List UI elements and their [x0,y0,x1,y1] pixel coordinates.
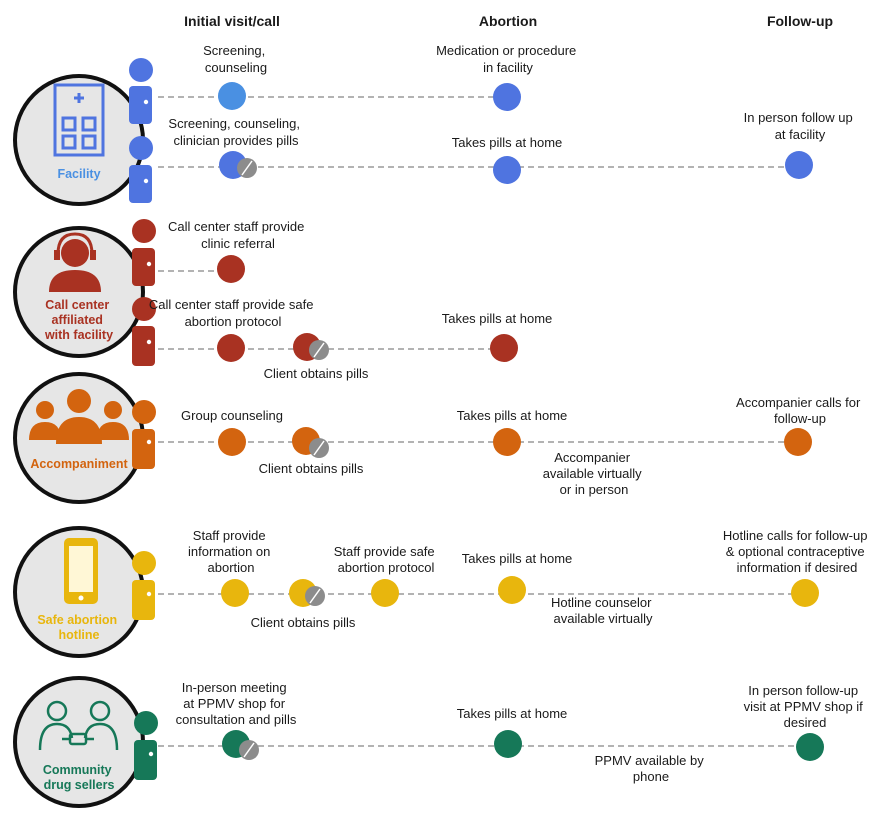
hotline-home-node [498,576,526,604]
hotline-protocol-node [371,579,399,607]
person-icon [129,136,153,203]
hotline-category-label: Safe abortion hotline [37,613,120,642]
pill-icon [309,438,329,458]
facility-home-node [493,156,521,184]
facility-screening-label: Screening, counseling [203,43,269,75]
person-icon [132,400,156,469]
facility-home-label: Takes pills at home [452,135,563,150]
building-icon [53,83,105,157]
hotline-protocol-label: Staff provide safe abortion protocol [334,544,439,575]
accompaniment-note-label: Accompanier available virtually or in pe… [543,450,646,497]
row-community: Community drug sellers In-person meeting… [13,676,867,808]
hotline-home-label: Takes pills at home [462,551,573,566]
hotline-note-label: Hotline counselor available virtually [551,595,655,626]
exchange-people-icon [38,700,119,751]
hotline-followup-node [791,579,819,607]
accompaniment-category-label: Accompaniment [30,457,128,471]
facility-procedure-label: Medication or procedure in facility [436,43,580,75]
header-initial-visit: Initial visit/call [184,13,280,29]
accompaniment-home-label: Takes pills at home [457,408,568,423]
facility-clinician-label: Screening, counseling, clinician provide… [168,116,303,148]
hotline-followup-label: Hotline calls for follow-up & optional c… [723,528,871,575]
callcenter-home-label: Takes pills at home [442,311,553,326]
pill-icon [239,740,259,760]
row-call-center: Call center affiliated with facility Cal… [13,219,553,381]
callcenter-category-label: Call center affiliated with facility [44,298,113,342]
community-followup-node [796,733,824,761]
callcenter-protocol-label: Call center staff provide safe abortion … [149,297,317,329]
community-meeting-label: In-person meeting at PPMV shop for consu… [176,680,297,727]
row-accompaniment: Accompaniment Group counseling Client ob… [13,372,864,504]
accompaniment-followup-node [784,428,812,456]
person-icon [129,58,153,124]
community-note-label: PPMV available by phone [595,753,708,784]
community-home-node [494,730,522,758]
accompaniment-home-node [493,428,521,456]
row-hotline: Safe abortion hotline Staff provide info… [13,526,871,658]
group-people-icon [29,389,129,444]
accompaniment-group-label: Group counseling [181,408,283,423]
header-follow-up: Follow-up [767,13,833,29]
facility-procedure-node [493,83,521,111]
accompaniment-obtain-label: Client obtains pills [259,461,364,476]
headset-person-icon [49,232,101,292]
hotline-info-node [221,579,249,607]
pill-icon [309,340,329,360]
pill-icon [237,158,257,178]
person-icon [132,551,156,620]
facility-followup-node [785,151,813,179]
community-home-label: Takes pills at home [457,706,568,721]
community-followup-label: In person follow-up visit at PPMV shop i… [744,683,867,730]
accompaniment-group-node [218,428,246,456]
person-icon [132,297,156,366]
facility-category-label: Facility [57,167,100,181]
person-icon [134,711,158,780]
pill-icon [305,586,325,606]
facility-followup-label: In person follow up at facility [744,110,857,142]
facility-screening-node [218,82,246,110]
callcenter-referral-node [217,255,245,283]
community-category-label: Community drug sellers [43,763,115,792]
row-facility: Facility Screening, counseling Medicatio… [13,43,857,206]
callcenter-protocol-node [217,334,245,362]
accompaniment-followup-label: Accompanier calls for follow-up [736,395,864,426]
callcenter-home-node [490,334,518,362]
phone-icon [64,538,98,604]
callcenter-referral-label: Call center staff provide clinic referra… [168,219,308,251]
hotline-obtain-label: Client obtains pills [251,615,356,630]
person-icon [132,219,156,286]
hotline-info-label: Staff provide information on abortion [188,528,274,575]
header-abortion: Abortion [479,13,537,29]
callcenter-obtain-label: Client obtains pills [264,366,369,381]
